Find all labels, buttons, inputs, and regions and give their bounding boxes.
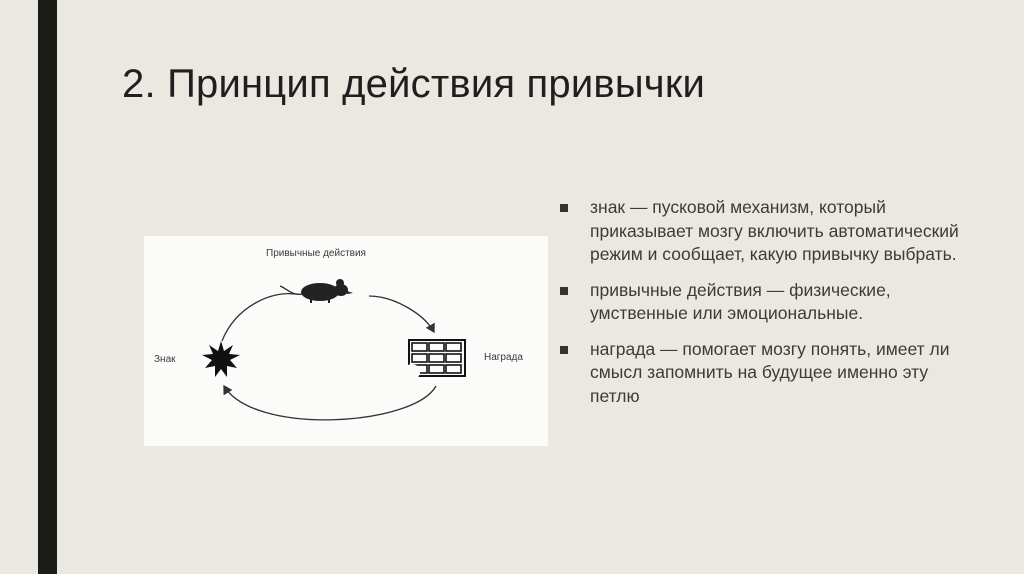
label-reward: Награда <box>484 352 523 363</box>
label-cue: Знак <box>154 354 176 365</box>
square-bullet-icon <box>560 345 568 354</box>
bullet-list: знак — пусковой механизм, который приказ… <box>560 196 960 420</box>
square-bullet-icon <box>560 204 568 212</box>
starburst-icon <box>202 341 240 377</box>
arc-routine-to-reward <box>368 295 435 334</box>
bullet-item: привычные действия — физические, умствен… <box>560 279 960 326</box>
habit-loop-graphic <box>202 279 466 421</box>
arc-cue-to-routine <box>221 292 295 342</box>
bullet-text: привычные действия — физические, умствен… <box>590 279 891 324</box>
label-routine: Привычные действия <box>266 248 366 259</box>
slide-title: 2. Принцип действия привычки <box>122 62 706 106</box>
accent-bar <box>38 0 57 574</box>
mouse-icon <box>279 279 353 303</box>
bullet-text: награда — помогает мозгу понять, имеет л… <box>590 338 950 406</box>
habit-loop-diagram: Привычные действия Знак Награда <box>144 236 548 446</box>
square-bullet-icon <box>560 286 568 295</box>
arc-reward-to-cue <box>223 384 437 421</box>
bullet-item: знак — пусковой механизм, который приказ… <box>560 196 960 267</box>
bullet-text: знак — пусковой механизм, который приказ… <box>590 197 959 264</box>
bullet-item: награда — помогает мозгу понять, имеет л… <box>560 338 960 409</box>
reward-grid-icon <box>404 339 466 380</box>
